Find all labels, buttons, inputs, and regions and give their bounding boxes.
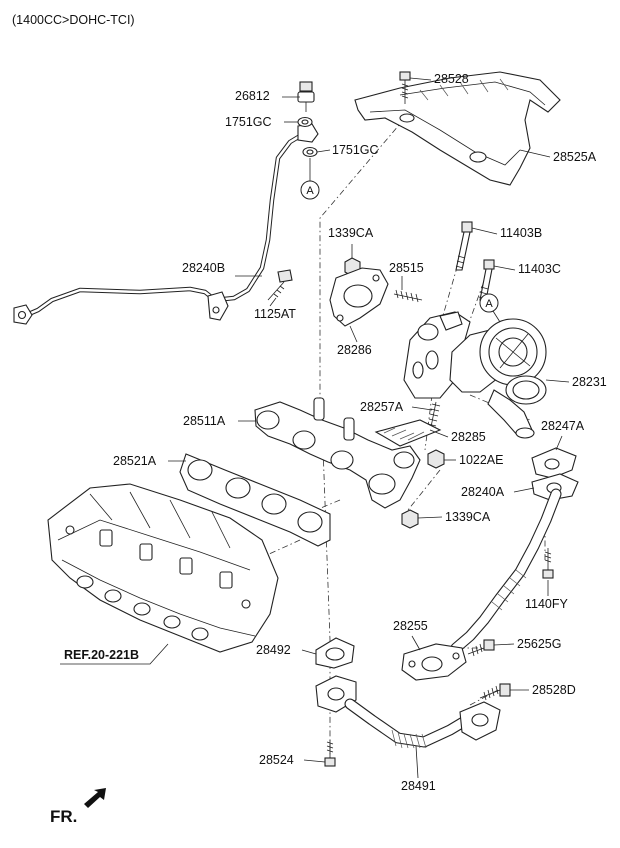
front-direction-indicator: FR. bbox=[50, 788, 106, 826]
bolt-25625g bbox=[467, 639, 495, 657]
part-callout-1339ca: 1339CA bbox=[328, 226, 374, 240]
part-callout-28491: 28491 bbox=[401, 779, 436, 793]
part-callout-28521a: 28521A bbox=[113, 454, 157, 468]
part-callout-28247a: 28247A bbox=[541, 419, 585, 433]
bolt-1140fy bbox=[542, 548, 554, 579]
reference-callout: REF.20-221B bbox=[60, 643, 169, 665]
part-callout-28511a: 28511A bbox=[183, 414, 226, 428]
washer-1751gc-top bbox=[297, 116, 313, 128]
gasket-28286 bbox=[329, 267, 389, 327]
oil-return-hose-28240a bbox=[450, 447, 579, 654]
part-callout-28528: 28528 bbox=[434, 72, 469, 86]
svg-text:A: A bbox=[306, 185, 314, 197]
bolt-11403b bbox=[455, 221, 473, 271]
part-callout-11403b: 11403B bbox=[500, 226, 542, 240]
part-callout-1140fy: 1140FY bbox=[525, 597, 569, 611]
engine-spec-label: (1400CC>DOHC-TCI) bbox=[12, 13, 135, 27]
svg-text:REF.20-221B: REF.20-221B bbox=[64, 648, 139, 662]
bolt-28528 bbox=[399, 71, 411, 104]
part-callout-28525a: 28525A bbox=[553, 150, 597, 164]
manifold-gasket-28521a bbox=[179, 453, 331, 547]
part-callout-1125at: 1125AT bbox=[254, 307, 296, 321]
gasket-28255 bbox=[401, 643, 467, 681]
cylinder-head-reference bbox=[47, 483, 279, 653]
turbocharger-28231 bbox=[403, 311, 547, 439]
part-callout-28515: 28515 bbox=[389, 261, 424, 275]
gasket-28285 bbox=[374, 419, 442, 447]
view-marker-a-right: A bbox=[479, 293, 501, 323]
eye-bolt-26812 bbox=[297, 81, 315, 112]
front-arrow-icon bbox=[84, 788, 106, 808]
bolt-1125at bbox=[267, 269, 293, 301]
part-callout-1022ae: 1022AE bbox=[459, 453, 503, 467]
part-callout-28492: 28492 bbox=[256, 643, 291, 657]
part-callout-28257a: 28257A bbox=[360, 400, 404, 414]
part-callout-1751gc: 1751GC bbox=[225, 115, 272, 129]
part-callout-25625g: 25625G bbox=[517, 637, 561, 651]
part-callout-28286: 28286 bbox=[337, 343, 372, 357]
part-callout-28240b: 28240B bbox=[182, 261, 225, 275]
heat-shield-28525a bbox=[354, 71, 561, 186]
nut-1339ca-bottom bbox=[401, 509, 419, 529]
part-callout-28255: 28255 bbox=[393, 619, 428, 633]
washer-1751gc-bottom bbox=[302, 146, 318, 158]
svg-text:FR.: FR. bbox=[50, 807, 77, 826]
part-callout-28528d: 28528D bbox=[532, 683, 576, 697]
oil-feed-pipe-28240b bbox=[13, 123, 319, 325]
part-callout-28524: 28524 bbox=[259, 753, 294, 767]
leader-lines bbox=[168, 77, 570, 779]
egr-pipe-28491 bbox=[315, 675, 501, 749]
svg-text:A: A bbox=[485, 298, 493, 310]
gasket-28492 bbox=[315, 637, 355, 669]
exhaust-manifold-28511a bbox=[254, 397, 421, 509]
part-callout-28240a: 28240A bbox=[461, 485, 505, 499]
part-callout-28231: 28231 bbox=[572, 375, 607, 389]
part-callout-1751gc: 1751GC bbox=[332, 143, 379, 157]
nut-1022ae bbox=[427, 449, 445, 469]
part-callout-26812: 26812 bbox=[235, 89, 270, 103]
view-marker-a-left: A bbox=[300, 158, 320, 200]
stud-28515 bbox=[393, 289, 423, 303]
bolt-28524 bbox=[324, 740, 336, 767]
part-callout-1339ca: 1339CA bbox=[445, 510, 491, 524]
part-callout-28285: 28285 bbox=[451, 430, 486, 444]
callout-labels: 26812 1751GC 1751GC 28528 28525A 1339CA 11403B… bbox=[113, 72, 607, 793]
part-callout-11403c: 11403C bbox=[518, 262, 561, 276]
